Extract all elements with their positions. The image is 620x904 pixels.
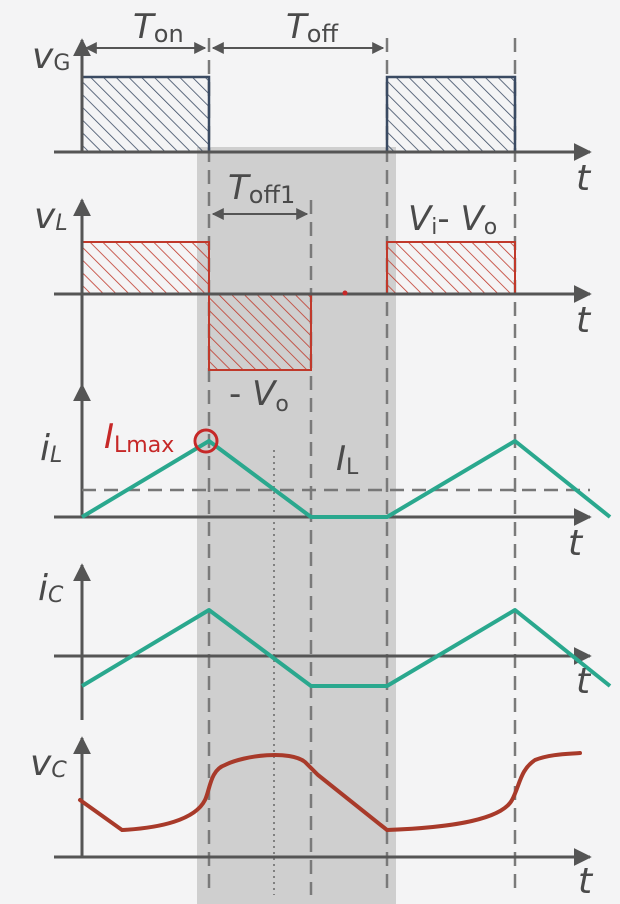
toff-label: Toff — [286, 7, 338, 48]
minus-vo-label: - Vo — [229, 374, 289, 417]
vc-trace — [78, 751, 582, 833]
off-interval-shade — [197, 147, 396, 904]
ic-label: iC — [38, 568, 64, 609]
t-axis-label-vg: t — [576, 158, 592, 199]
vc-label: vC — [30, 743, 67, 784]
vl-block-positive-1 — [81, 241, 210, 295]
t-axis-label-vc: t — [578, 861, 594, 902]
t-axis-label-ic: t — [576, 661, 592, 702]
il-trace — [80, 439, 612, 519]
ic-trace — [80, 608, 612, 688]
vl-block-negative — [208, 293, 312, 371]
il-average-label: IL — [336, 439, 359, 480]
vg-label: vG — [32, 36, 70, 77]
vl-axis-dot — [342, 290, 348, 296]
gate-pulse-1 — [80, 75, 211, 154]
vl-block-positive-2 — [386, 241, 516, 295]
ton-label: Ton — [133, 7, 184, 48]
il-max-label: ILmax — [104, 417, 174, 458]
gate-pulse-2 — [385, 75, 517, 154]
vl-label: vL — [34, 196, 68, 237]
timing-arrows — [84, 42, 385, 220]
t-axis-label-vl: t — [576, 300, 592, 341]
vi-minus-vo-label: Vi- Vo — [408, 199, 497, 240]
il-label: iL — [40, 428, 62, 469]
il-max-marker — [193, 428, 219, 454]
toff1-label: Toff1 — [228, 168, 295, 209]
gate-pulses — [80, 75, 517, 154]
axes — [54, 38, 592, 866]
t-axis-label-il: t — [568, 523, 584, 564]
